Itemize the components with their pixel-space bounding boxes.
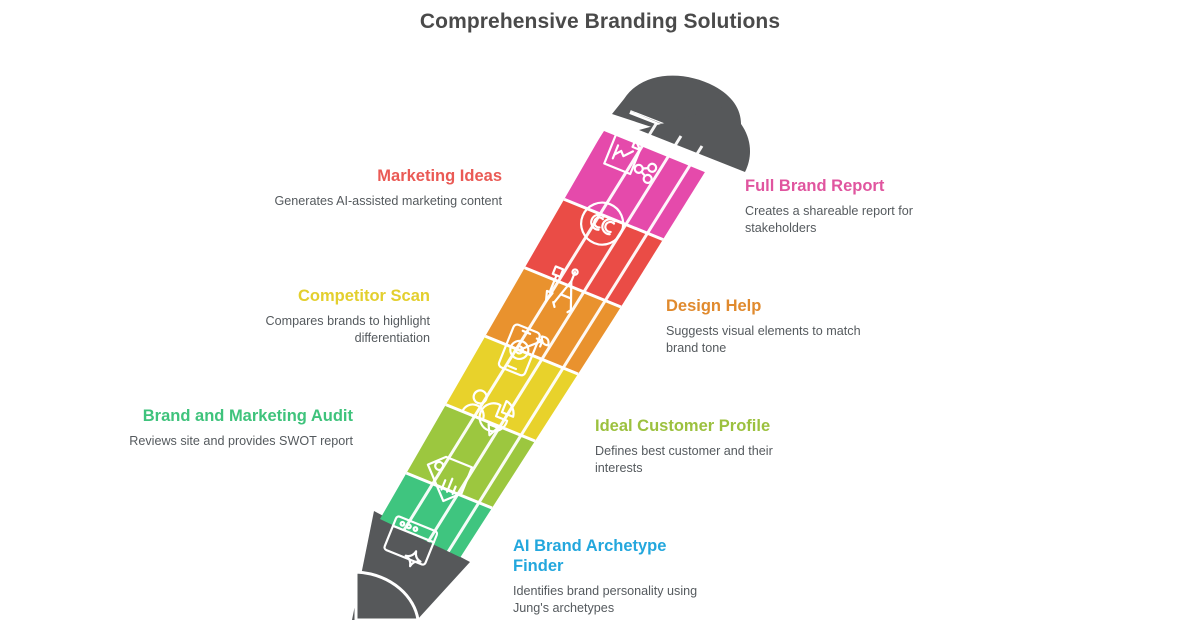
phone-target-icon	[497, 323, 550, 377]
label-title-full-brand-report: Full Brand Report	[745, 177, 885, 195]
label-title-ideal-customer-profile: Ideal Customer Profile	[595, 417, 771, 435]
label-title-competitor-scan: Competitor Scan	[297, 287, 430, 305]
label-brand-and-marketing-audit: Brand and Marketing Audit Reviews site a…	[123, 406, 353, 450]
price-tag-bars-icon	[426, 455, 474, 503]
label-desc-ai-brand-archetype-finder: Identifies brand personality using Jung'…	[513, 584, 698, 615]
page-title: Comprehensive Branding Solutions	[419, 10, 781, 33]
label-desc-brand-and-marketing-audit: Reviews site and provides SWOT report	[129, 434, 353, 449]
label-ideal-customer-profile: Ideal Customer Profile Defines best cust…	[595, 416, 775, 477]
person-pie-chart-icon	[461, 389, 515, 437]
label-desc-full-brand-report: Creates a shareable report for stakehold…	[745, 204, 914, 235]
label-title-marketing-ideas: Marketing Ideas	[377, 167, 502, 185]
document-chart-share-icon	[603, 130, 658, 185]
label-full-brand-report: Full Brand Report Creates a shareable re…	[745, 176, 975, 237]
label-title-ai-brand-archetype-finder: AI Brand Archetype Finder	[513, 537, 667, 576]
label-ai-brand-archetype-finder: AI Brand Archetype Finder Identifies bra…	[513, 536, 703, 617]
label-desc-design-help: Suggests visual elements to match brand …	[666, 324, 861, 355]
pencil-eraser	[612, 75, 751, 172]
label-competitor-scan: Competitor Scan Compares brands to highl…	[200, 286, 430, 347]
label-design-help: Design Help Suggests visual elements to …	[666, 296, 896, 357]
label-marketing-ideas: Marketing Ideas Generates AI-assisted ma…	[272, 166, 502, 210]
cc-circle-icon	[580, 201, 625, 246]
label-desc-ideal-customer-profile: Defines best customer and their interest…	[595, 444, 773, 475]
label-desc-competitor-scan: Compares brands to highlight differentia…	[265, 314, 430, 345]
label-title-design-help: Design Help	[666, 297, 762, 315]
label-title-brand-and-marketing-audit: Brand and Marketing Audit	[142, 407, 353, 425]
compass-divider-icon	[544, 265, 579, 314]
label-desc-marketing-ideas: Generates AI-assisted marketing content	[274, 194, 502, 209]
browser-sparkle-icon	[383, 515, 439, 568]
